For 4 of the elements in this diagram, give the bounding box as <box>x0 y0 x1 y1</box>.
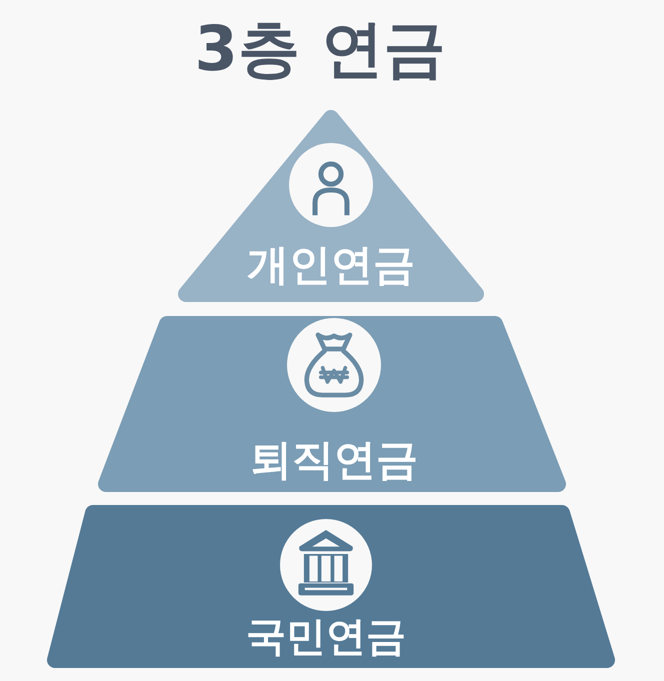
tier-label: 국민연금 <box>246 617 406 657</box>
title: 3층 연금 <box>194 18 446 80</box>
tier-label: 개인연금 <box>247 244 415 286</box>
tier-label: 퇴직연금 <box>250 439 418 481</box>
